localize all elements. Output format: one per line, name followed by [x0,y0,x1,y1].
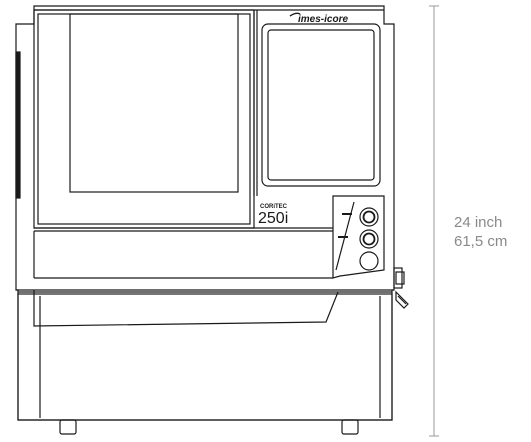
button-middle [359,229,379,249]
control-panel [332,195,385,279]
door-window [33,9,333,232]
lower-front-panel [33,231,339,327]
machine-housing [15,5,395,421]
button-bottom [359,251,379,271]
top-panel [34,9,384,196]
dimension-line [429,5,439,437]
foot-right [341,419,359,435]
logo-area [289,12,350,25]
machine-feet [59,419,359,435]
button-top [359,207,379,227]
side-fitting [393,267,409,309]
dimension-cm-label: 61,5 cm [454,233,508,250]
touch-screen [261,23,381,187]
brand-logo: imes-icore [298,14,348,25]
foot-left [59,419,77,435]
series-label: CORiTEC [260,204,288,210]
model-label: 250i [258,210,288,227]
drawer [17,293,393,421]
dimension-inch-label: 24 inch [454,214,503,231]
control-buttons [359,207,379,271]
